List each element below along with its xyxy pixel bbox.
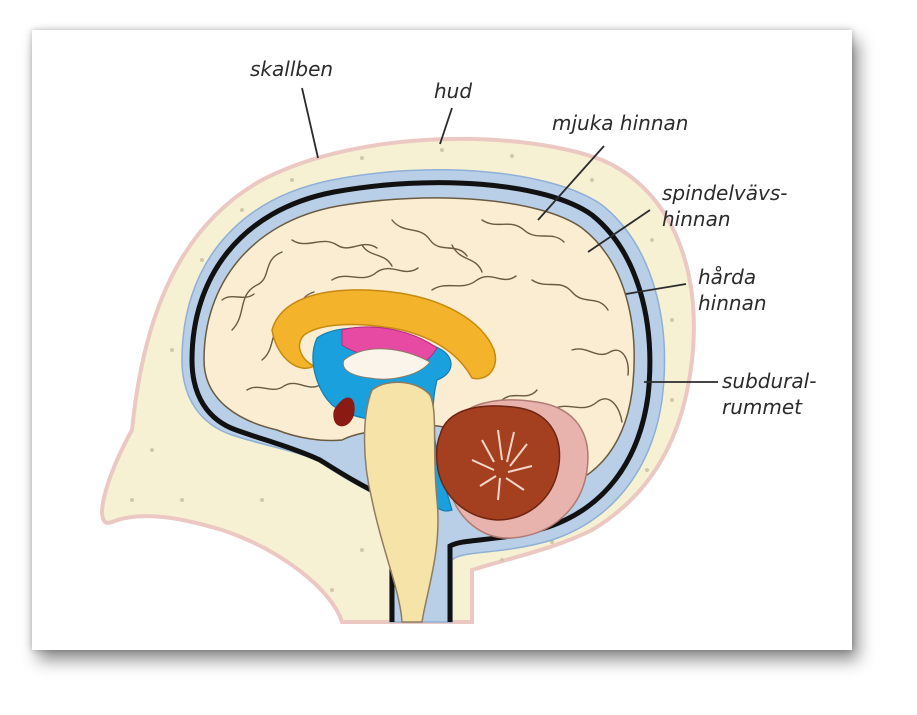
- label-leaders: [301, 87, 718, 383]
- label-hud: hud: [434, 79, 472, 103]
- leader-skallben: [301, 87, 319, 159]
- label-spindelvavs-line2: hinnan: [662, 207, 731, 231]
- label-skallben: skallben: [250, 57, 333, 81]
- label-subdural-line2: rummet: [722, 395, 803, 419]
- label-subdural-line1: subdural-: [722, 369, 816, 393]
- cerebellum: [435, 399, 589, 539]
- label-harda-line1: hårda: [698, 265, 756, 289]
- optic-structure: [333, 397, 355, 427]
- figure-card: skallben hud mjuka hinnan spindelvävs- h…: [32, 30, 852, 650]
- label-mjuka-hinnan: mjuka hinnan: [552, 111, 688, 135]
- leader-harda-hinnan: [625, 283, 687, 295]
- thalamus: [342, 348, 431, 380]
- brainstem: [363, 381, 439, 623]
- leader-spindelvavs: [587, 209, 651, 253]
- label-spindelvavs-line1: spindelvävs-: [662, 181, 787, 205]
- label-harda-line2: hinnan: [698, 291, 767, 315]
- brain-sagittal-diagram: skallben hud mjuka hinnan spindelvävs- h…: [100, 57, 816, 624]
- bone-texture: [130, 148, 674, 592]
- corpus-callosum: [271, 289, 497, 380]
- leader-mjuka-hinnan: [537, 145, 605, 221]
- labels: skallben hud mjuka hinnan spindelvävs- h…: [250, 57, 816, 419]
- leader-hud: [439, 107, 453, 145]
